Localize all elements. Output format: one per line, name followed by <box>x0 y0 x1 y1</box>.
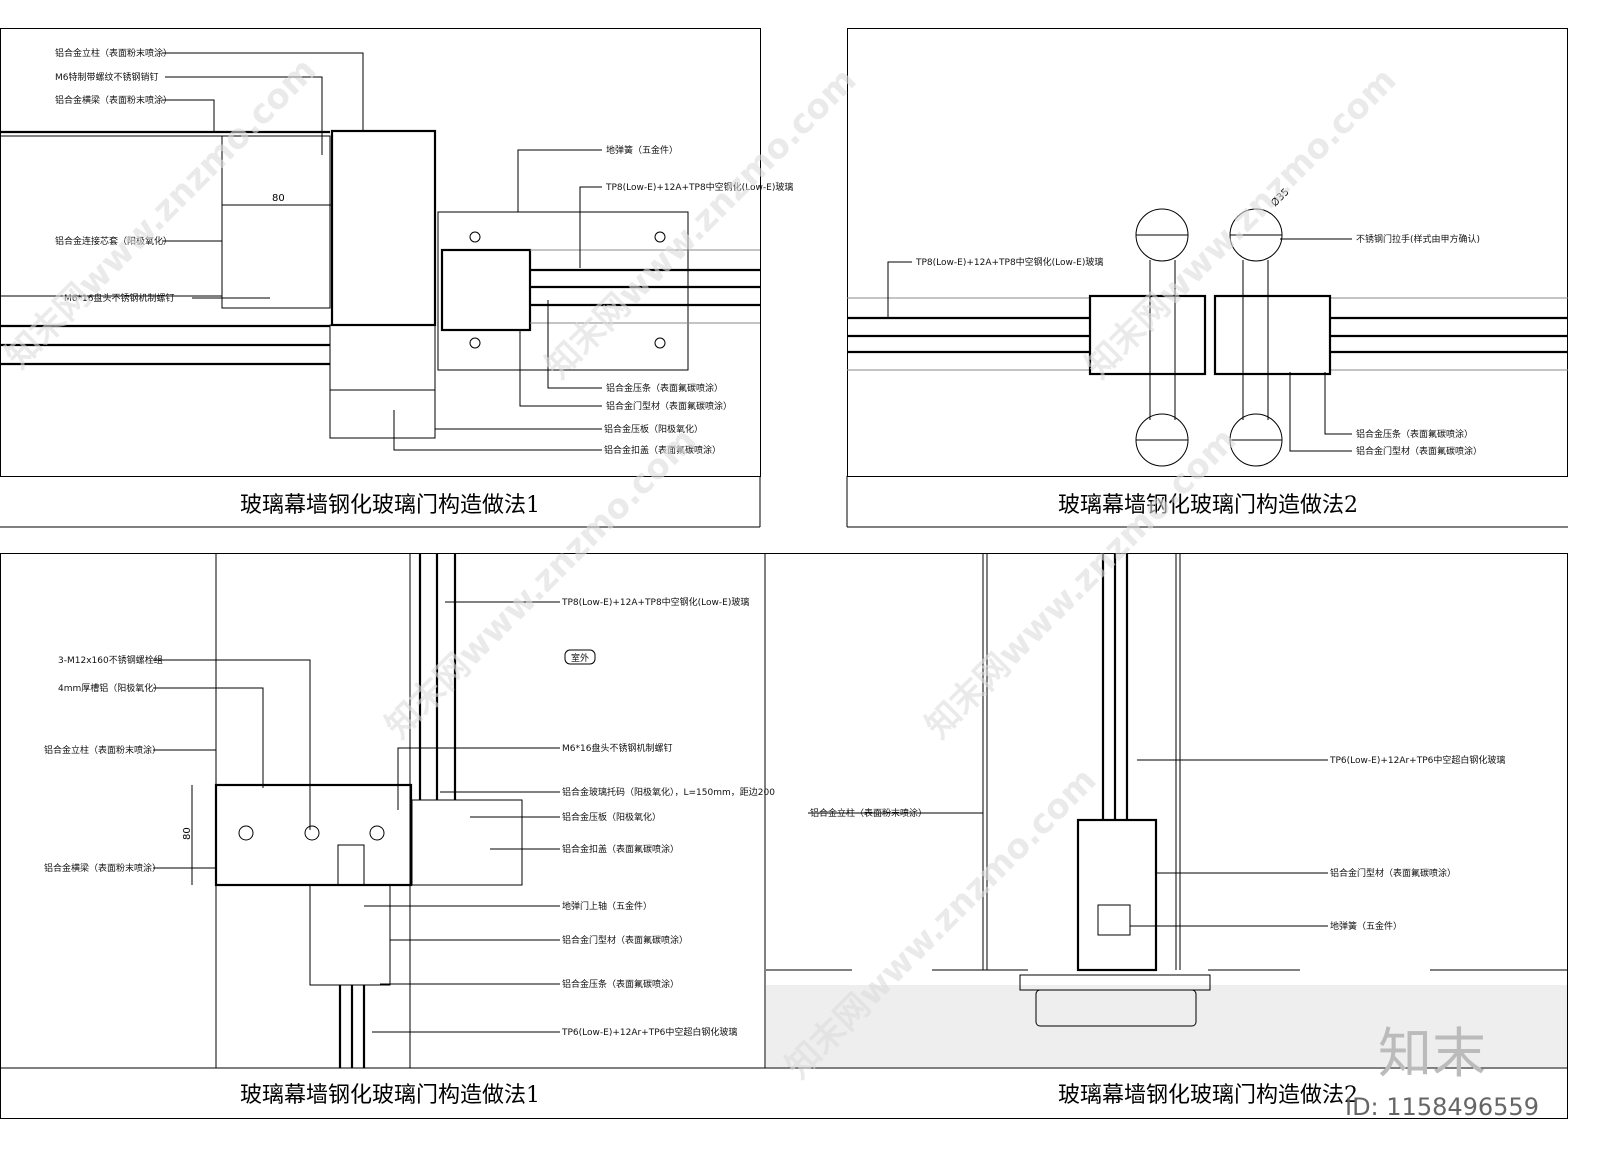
label: 铝合金立柱（表面粉末喷涂） <box>55 47 172 59</box>
label: M6特制带螺纹不锈钢销钉 <box>55 71 159 83</box>
label: TP6(Low-E)+12Ar+TP6中空超白钢化玻璃 <box>561 1026 737 1038</box>
image-id: ID: 1158496559 <box>1345 1093 1539 1121</box>
label: 地弹门上轴（五金件） <box>562 900 652 912</box>
watermark: 知末网www.znzmo.com <box>918 420 1244 746</box>
label: 铝合金压条（表面氟碳喷涂） <box>562 978 679 990</box>
label: 地弹簧（五金件） <box>606 144 678 156</box>
sheet-frames <box>0 28 1568 1119</box>
label: 3-M12x160不锈钢螺栓组 <box>58 654 163 666</box>
label: 铝合金门型材（表面氟碳喷涂） <box>606 400 732 412</box>
detail-top-right: Ø35 TP8(Low-E)+12A+TP8中空钢化(Low-E)玻璃 不锈钢门… <box>847 186 1568 467</box>
logo: 知末 <box>1378 1022 1486 1085</box>
label: 铝合金压条（表面氟碳喷涂） <box>1356 428 1473 440</box>
label: M6*16盘头不锈钢机制螺钉 <box>562 742 672 754</box>
label: 铝合金立柱（表面粉末喷涂） <box>44 744 161 756</box>
watermark: 知末网www.znzmo.com <box>378 420 704 746</box>
label: 铝合金立柱（表面粉末喷涂） <box>810 807 927 819</box>
label: 不锈钢门拉手(样式由甲方确认) <box>1356 233 1480 245</box>
title-detail-2-bottom: 玻璃幕墙钢化玻璃门构造做法2 <box>1058 1083 1358 1108</box>
detail-bottom-right: 铝合金立柱（表面粉末喷涂） TP6(Low-E)+12Ar+TP6中空超白钢化玻… <box>766 553 1567 1067</box>
label: TP8(Low-E)+12A+TP8中空钢化(Low-E)玻璃 <box>561 596 749 608</box>
label: 铝合金门型材（表面氟碳喷涂） <box>1330 867 1456 879</box>
label: M6*16盘头不锈钢机制螺钉 <box>64 292 174 304</box>
title-detail-2-top: 玻璃幕墙钢化玻璃门构造做法2 <box>1058 493 1358 518</box>
label: 铝合金横梁（表面粉末喷涂） <box>44 862 161 874</box>
label: TP8(Low-E)+12A+TP8中空钢化(Low-E)玻璃 <box>915 256 1103 268</box>
watermarks: 知末网www.znzmo.com 知末网www.znzmo.com 知末网www… <box>0 50 1404 1086</box>
label: TP8(Low-E)+12A+TP8中空钢化(Low-E)玻璃 <box>605 181 793 193</box>
label: 铝合金玻璃托码（阳极氧化），L=150mm，距边200 <box>562 786 775 798</box>
label: 铝合金压板（阳极氧化） <box>562 811 661 823</box>
label: 铝合金横梁（表面粉末喷涂） <box>55 94 172 106</box>
watermark: 知末网www.znzmo.com <box>1078 60 1404 386</box>
detail-bottom-left: 80 室外 3-M12x160不锈钢螺栓组 4mm厚槽铝（阳极氧化） 铝合金立柱… <box>44 553 775 1068</box>
label: 铝合金压板（阳极氧化） <box>604 423 703 435</box>
label: 4mm厚槽铝（阳极氧化） <box>58 682 162 694</box>
dimension-80: 80 <box>182 827 193 840</box>
label: 铝合金连接芯套（阳极氧化） <box>55 235 172 247</box>
detail-top-left: 80 铝合金立柱（表面粉末喷涂） M6特制带螺纹不锈钢销钉 铝合金横梁（表面粉末… <box>0 47 793 456</box>
title-detail-1-bottom: 玻璃幕墙钢化玻璃门构造做法1 <box>240 1083 540 1108</box>
outdoor-tag: 室外 <box>571 652 589 664</box>
label: 铝合金扣盖（表面氟碳喷涂） <box>562 843 679 855</box>
label: TP6(Low-E)+12Ar+TP6中空超白钢化玻璃 <box>1329 754 1505 766</box>
dimension-80: 80 <box>272 193 285 204</box>
title-detail-1-top: 玻璃幕墙钢化玻璃门构造做法1 <box>240 493 540 518</box>
label: 铝合金门型材（表面氟碳喷涂） <box>1356 445 1482 457</box>
label: 铝合金扣盖（表面氟碳喷涂） <box>604 444 721 456</box>
watermark: 知末网www.znzmo.com <box>538 60 864 386</box>
label: 地弹簧（五金件） <box>1330 920 1402 932</box>
label: 铝合金压条（表面氟碳喷涂） <box>606 382 723 394</box>
label: 铝合金门型材（表面氟碳喷涂） <box>562 934 688 946</box>
